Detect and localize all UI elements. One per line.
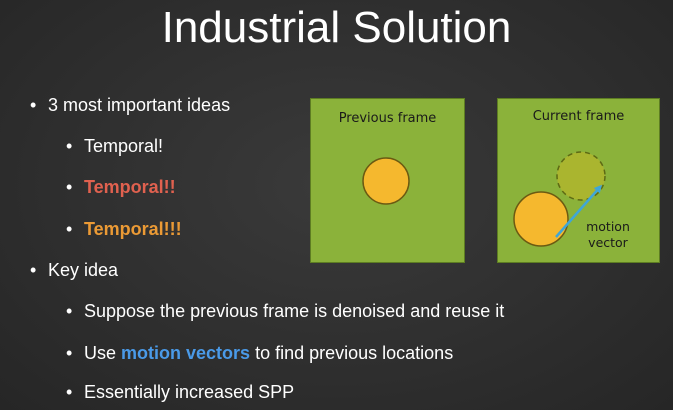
locations-text: to find previous locations xyxy=(255,343,454,363)
current-frame-label: Current frame xyxy=(532,109,625,124)
motion-label-line1: motion xyxy=(586,219,630,234)
temporal-1-text: Temporal! xyxy=(84,136,164,156)
sub-bullet-temporal-2: • Temporal!! xyxy=(66,176,176,198)
bullet-marker: • xyxy=(30,95,37,115)
bullet-key-idea: • Key idea xyxy=(30,259,118,281)
sub-bullet-motion-vectors: • Use motion vectors to find previous loc… xyxy=(66,342,453,364)
slide-title: Industrial Solution xyxy=(161,3,512,52)
current-frame-drawing xyxy=(513,151,606,247)
current-frame-panel: Current frame motion vector xyxy=(497,98,660,263)
sub-bullet-temporal-1: • Temporal! xyxy=(66,135,163,157)
motion-vector-arrow xyxy=(555,184,602,238)
previous-object-circle xyxy=(362,157,410,205)
bullet-marker: • xyxy=(30,260,37,280)
bullet-marker: • xyxy=(66,343,73,363)
key-idea-text: Key idea xyxy=(48,260,119,280)
previous-frame-panel: Previous frame xyxy=(310,98,465,263)
ghost-previous-position-circle xyxy=(556,151,606,201)
bullet-marker: • xyxy=(66,136,73,156)
current-object-circle xyxy=(513,191,569,247)
motion-label-line2: vector xyxy=(588,235,628,250)
bullet-marker: • xyxy=(66,301,73,321)
bullet-ideas: • 3 most important ideas xyxy=(30,94,230,116)
sub-bullet-reuse: • Suppose the previous frame is denoised … xyxy=(66,300,504,322)
motion-vector-label: motion vector xyxy=(578,219,638,251)
previous-frame-drawing xyxy=(362,157,410,205)
spp-text: Essentially increased SPP xyxy=(84,382,295,402)
motion-vectors-highlight: motion vectors xyxy=(121,343,251,363)
reuse-text: Suppose the previous frame is denoised a… xyxy=(84,301,505,321)
previous-frame-label: Previous frame xyxy=(338,111,437,126)
bullet-marker: • xyxy=(66,177,73,197)
temporal-2-text: Temporal!! xyxy=(84,177,176,197)
bullet-marker: • xyxy=(66,219,73,239)
bullet-marker: • xyxy=(66,382,73,402)
sub-bullet-spp: • Essentially increased SPP xyxy=(66,381,294,403)
bullet-ideas-text: 3 most important ideas xyxy=(48,95,231,115)
temporal-3-text: Temporal!!! xyxy=(84,219,182,239)
sub-bullet-temporal-3: • Temporal!!! xyxy=(66,218,182,240)
use-text: Use xyxy=(84,343,117,363)
